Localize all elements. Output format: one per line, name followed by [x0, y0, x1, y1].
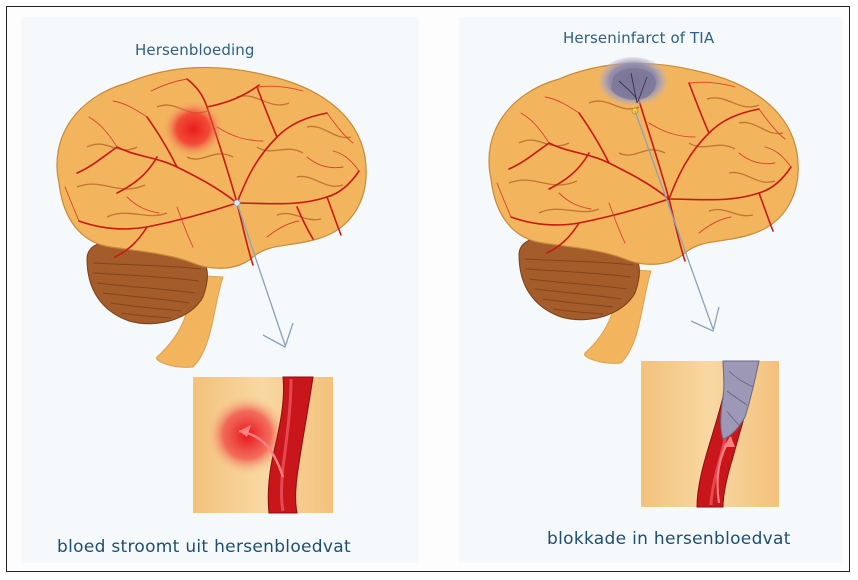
left-bleeding-spot — [163, 101, 223, 157]
left-inset-bleeding-vessel — [193, 377, 333, 513]
right-inset-blocked-vessel — [641, 361, 779, 507]
right-pointer-arrowhead — [691, 307, 719, 331]
left-panel-title: Hersenbloeding — [135, 41, 254, 59]
right-panel-title: Herseninfarct of TIA — [563, 29, 714, 47]
brain-illustration — [7, 7, 850, 572]
left-cerebrum — [57, 67, 366, 268]
right-brain — [489, 57, 798, 363]
left-pointer-arrowhead — [263, 323, 293, 347]
left-panel-caption: bloed stroomt uit hersenbloedvat — [57, 537, 351, 557]
right-panel-caption: blokkade in hersenbloedvat — [547, 529, 791, 549]
illustration-frame: Hersenbloeding Herseninfarct of TIA bloe… — [6, 6, 850, 572]
left-brain — [57, 67, 366, 367]
